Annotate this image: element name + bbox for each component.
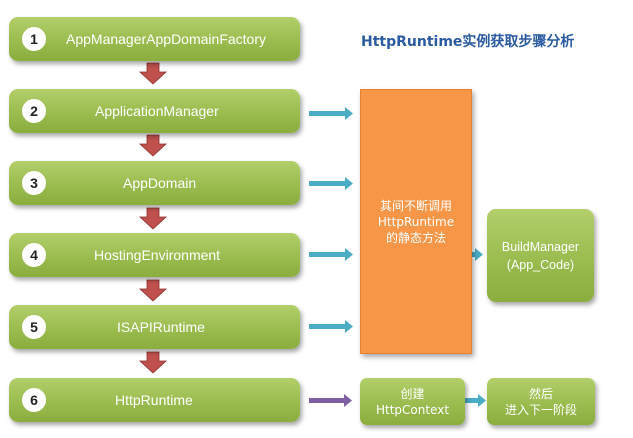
step-6-box: 6 HttpRuntime	[9, 378, 300, 422]
down-arrow-2	[138, 134, 168, 157]
step-5-box: 5 ISAPIRuntime	[9, 305, 300, 349]
right-arrow-5	[309, 320, 353, 333]
static-method-line-2: HttpRuntime	[377, 214, 455, 229]
create-context-line-1: 创建	[400, 386, 425, 401]
step-3-box: 3 AppDomain	[9, 161, 300, 205]
step-label: HostingEnvironment	[94, 247, 221, 263]
right-arrow-build	[472, 248, 483, 261]
right-arrow-2	[309, 107, 353, 120]
step-label: AppManagerAppDomainFactory	[66, 31, 266, 47]
build-manager-box: BuildManager (App_Code)	[487, 209, 594, 302]
build-manager-line-1: BuildManager	[501, 239, 580, 254]
down-arrow-1	[138, 62, 168, 85]
create-context-line-2: HttpContext	[375, 402, 450, 417]
static-method-line-1: 其间不断调用	[379, 198, 452, 213]
step-number: 4	[22, 243, 46, 267]
purple-arrow	[309, 394, 352, 407]
step-number: 6	[22, 388, 46, 412]
next-stage-line-2: 进入下一阶段	[504, 402, 577, 417]
next-stage-box: 然后 进入下一阶段	[487, 378, 595, 425]
step-4-box: 4 HostingEnvironment	[9, 233, 300, 277]
create-context-box: 创建 HttpContext	[360, 378, 465, 425]
step-label: ISAPIRuntime	[117, 319, 205, 335]
step-2-box: 2 ApplicationManager	[9, 89, 300, 133]
down-arrow-3	[138, 207, 168, 230]
step-label: HttpRuntime	[115, 392, 193, 408]
build-manager-line-2: (App_Code)	[506, 257, 575, 272]
step-label: AppDomain	[123, 175, 197, 191]
right-arrow-3	[309, 177, 353, 190]
step-number: 3	[22, 171, 46, 195]
static-method-box: 其间不断调用 HttpRuntime 的静态方法	[360, 89, 472, 354]
step-label: ApplicationManager	[95, 103, 219, 119]
right-arrow-4	[309, 248, 353, 261]
diagram-title: HttpRuntime实例获取步骤分析	[361, 34, 575, 50]
step-1-box: 1 AppManagerAppDomainFactory	[9, 17, 300, 61]
next-stage-line-1: 然后	[528, 386, 553, 401]
static-method-line-3: 的静态方法	[385, 230, 446, 245]
step-number: 2	[22, 99, 46, 123]
down-arrow-4	[138, 279, 168, 302]
step-number: 1	[22, 27, 46, 51]
right-arrow-next	[465, 394, 486, 407]
down-arrow-5	[138, 351, 168, 374]
step-number: 5	[22, 315, 46, 339]
